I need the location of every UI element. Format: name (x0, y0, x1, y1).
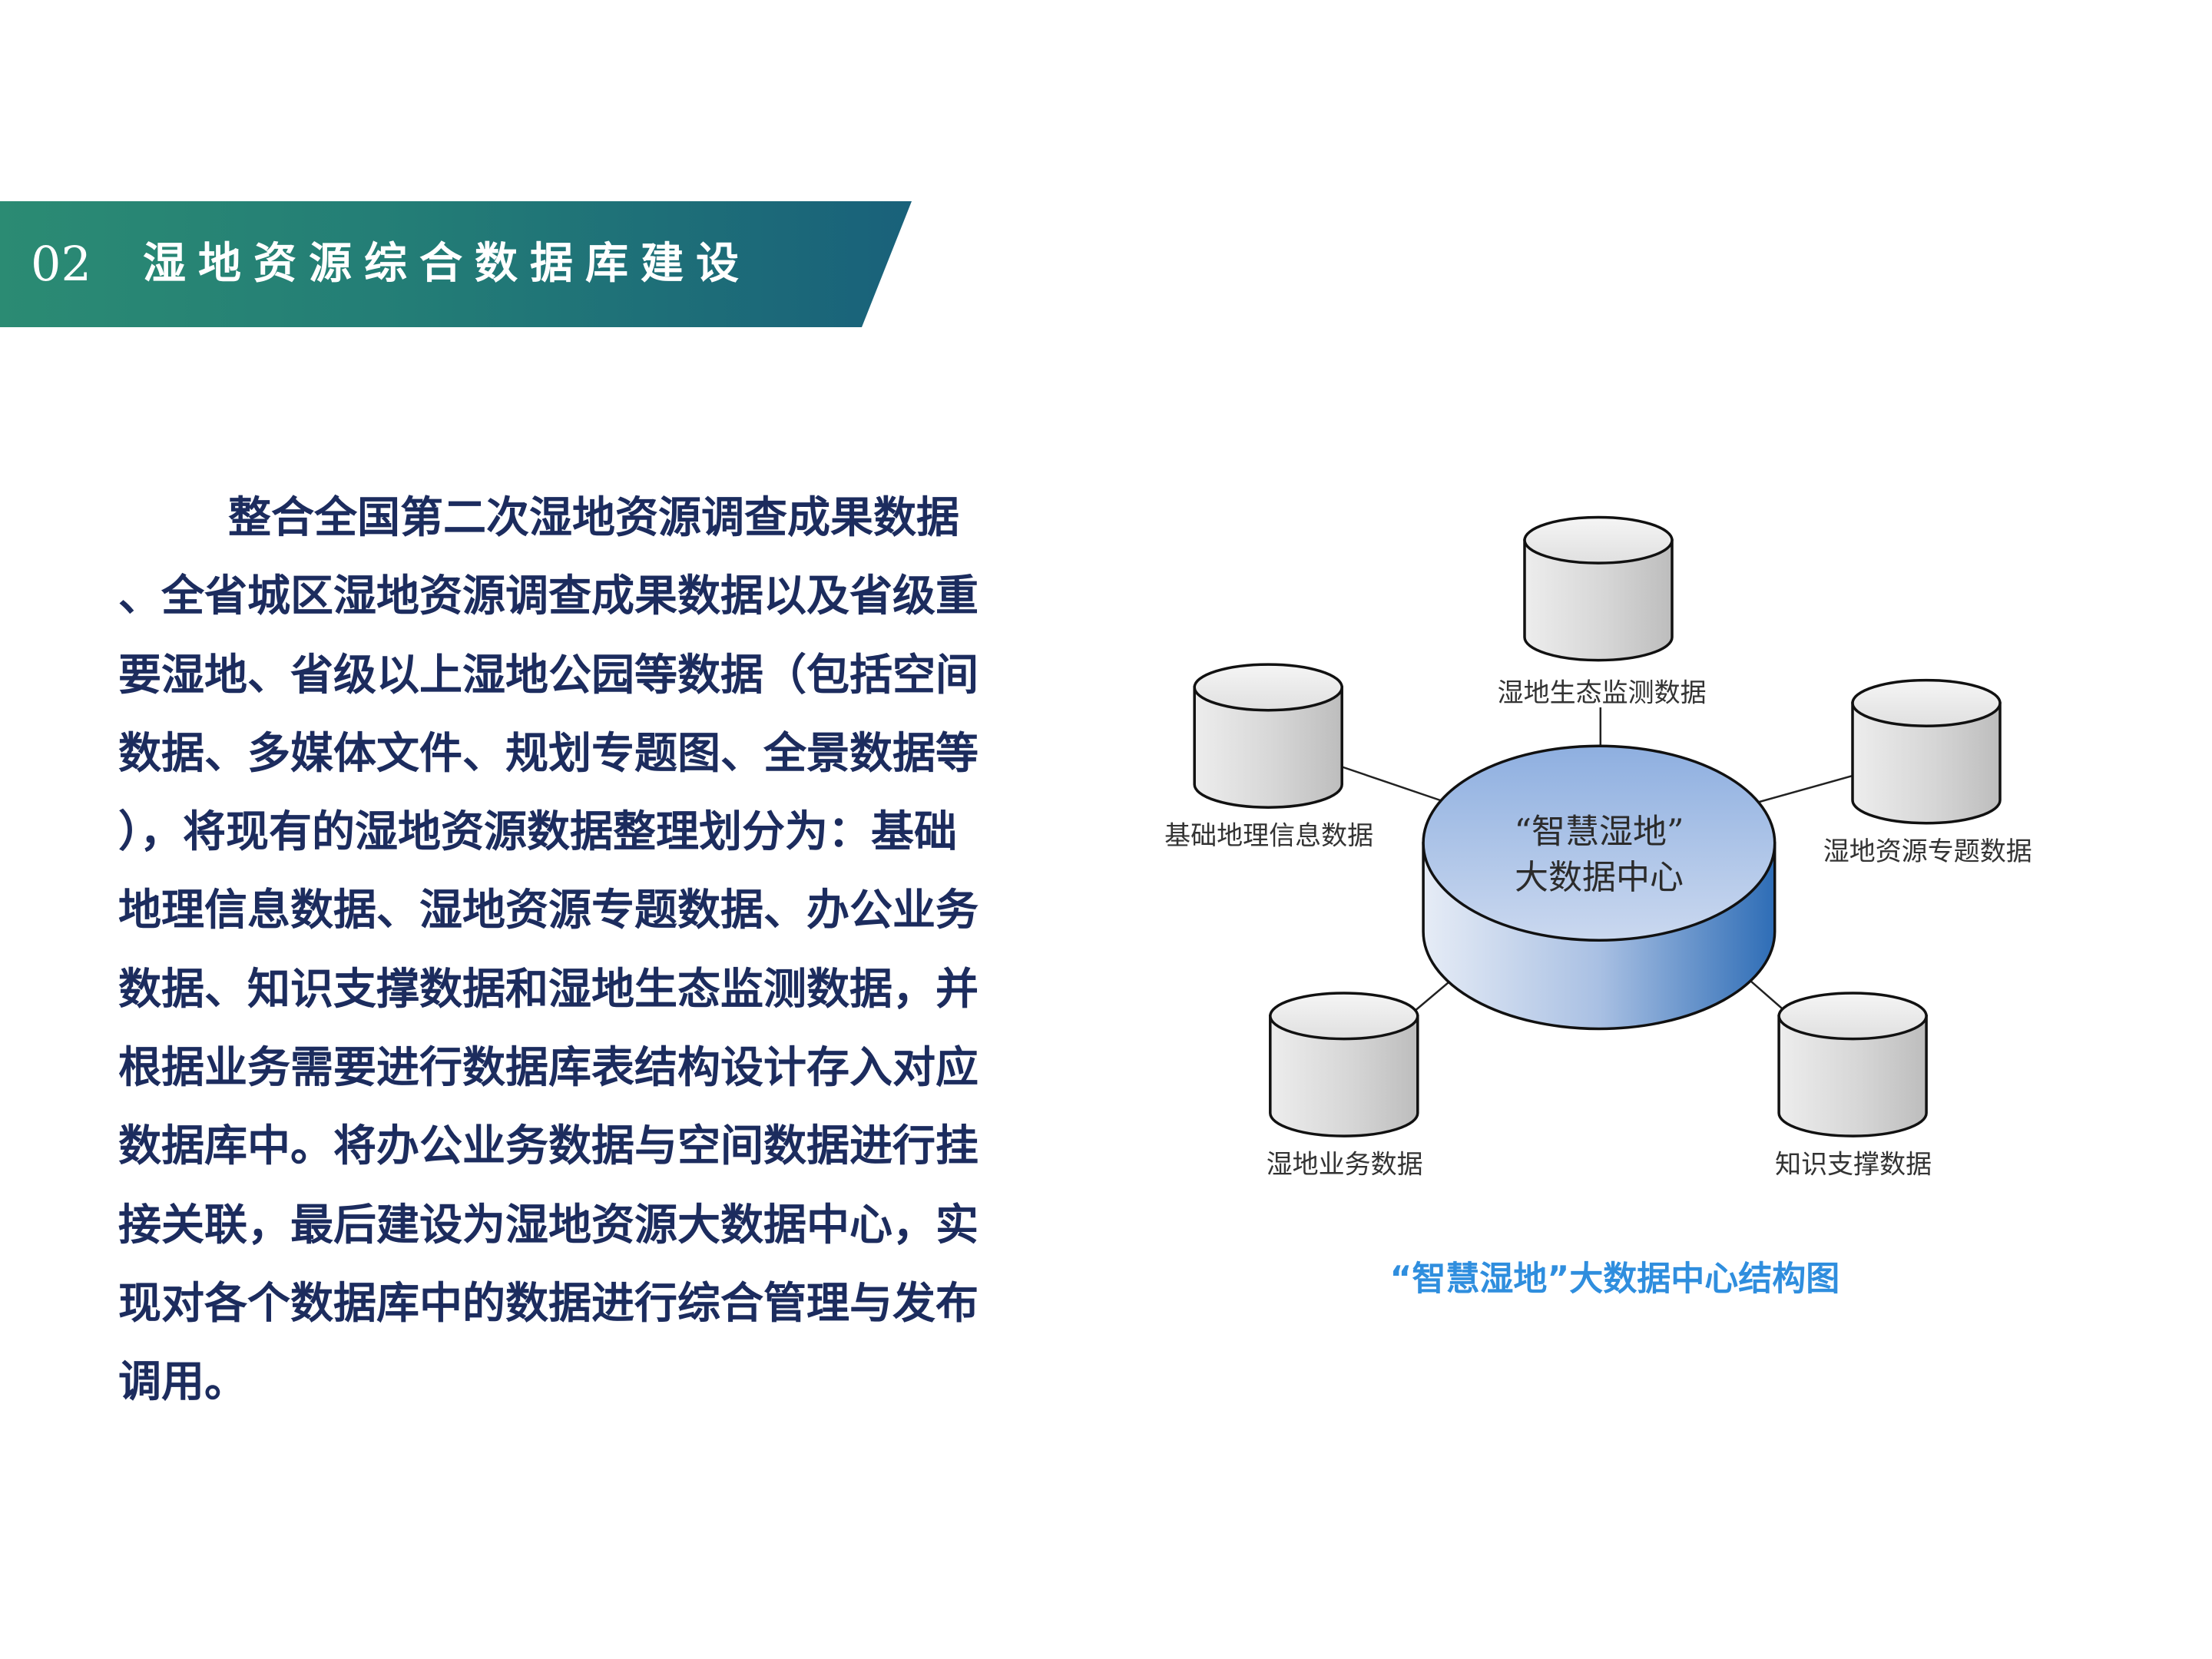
database-cylinder-right (1851, 678, 2002, 825)
database-cylinder-left (1193, 663, 1343, 809)
paragraph-line: ），将现有的湿地资源数据整理划分为：基础 (118, 807, 957, 858)
connector-right (1750, 774, 1855, 806)
paragraph-line: 地理信息数据、湿地资源专题数据、办公业务 (118, 886, 979, 936)
paragraph-line: 现对各个数据库中的数据进行综合管理与发布 (118, 1278, 979, 1329)
hub-label-line1: “智慧湿地” (1515, 812, 1684, 851)
paragraph-line: 数据、多媒体文件、规划专题图、全景数据等 (118, 728, 979, 779)
paragraph-line: 整合全国第二次湿地资源调查成果数据 (228, 493, 959, 543)
database-cylinder-bottom-right (1777, 992, 1928, 1137)
node-label-right: 湿地资源专题数据 (1823, 836, 2032, 867)
diagram-caption: “智慧湿地”大数据中心结构图 (1389, 1260, 1839, 1299)
section-title: 湿地资源综合数据库建设 (143, 239, 751, 289)
connector-left (1340, 765, 1452, 806)
paragraph-line: 数据库中。将办公业务数据与空间数据进行挂 (118, 1121, 979, 1172)
paragraph-line: 、全省城区湿地资源调查成果数据以及省级重 (118, 571, 979, 622)
paragraph-line: 接关联，最后建设为湿地资源大数据中心，实 (118, 1200, 979, 1250)
section-header-banner: 02 湿地资源综合数据库建设 (0, 201, 912, 327)
node-label-bottom-left: 湿地业务数据 (1267, 1149, 1423, 1180)
paragraph-line: 要湿地、省级以上湿地公园等数据（包括空间 (118, 650, 979, 700)
data-center-hub-cylinder (1422, 744, 1777, 1031)
node-label-bottom-right: 知识支撑数据 (1775, 1149, 1932, 1180)
node-label-left: 基础地理信息数据 (1164, 820, 1373, 851)
hub-label-line2: 大数据中心 (1515, 858, 1684, 897)
database-cylinder-top (1523, 515, 1674, 662)
section-number: 02 (31, 236, 91, 292)
paragraph-line: 数据、知识支撑数据和湿地生态监测数据，并 (118, 964, 979, 1015)
description-paragraph: 整合全国第二次湿地资源调查成果数据 、全省城区湿地资源调查成果数据以及省级重 要… (118, 479, 994, 1422)
node-label-top: 湿地生态监测数据 (1498, 677, 1707, 708)
paragraph-line: 调用。 (118, 1357, 247, 1408)
data-center-structure-diagram: 湿地生态监测数据 基础地理信息数据 湿地资源专题数据 湿地业务数据 知识支撑数据… (1164, 515, 2032, 1299)
database-cylinder-bottom-left (1269, 992, 1419, 1137)
paragraph-line: 根据业务需要进行数据库表结构设计存入对应 (118, 1043, 979, 1094)
